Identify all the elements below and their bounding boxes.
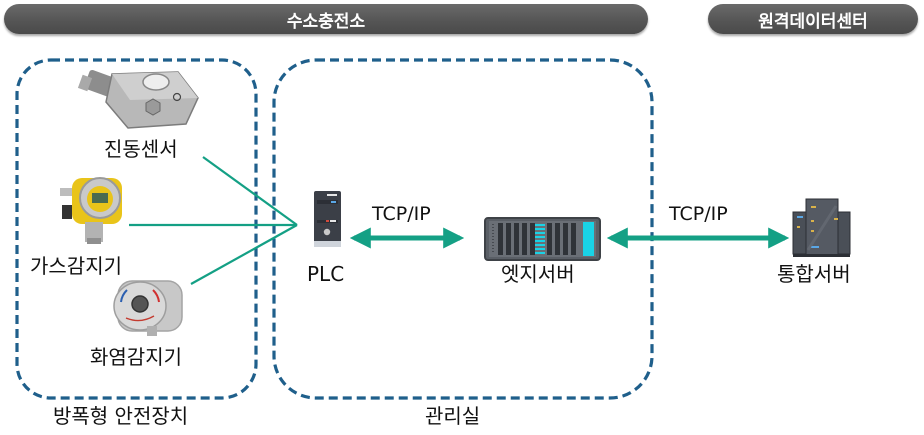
remote-datacenter-title: 원격데이터센터 xyxy=(758,11,868,32)
vibration-sensor-icon xyxy=(77,69,199,129)
hydrogen-station-header: 수소충전소 xyxy=(4,4,648,34)
vibration-sensor-connector xyxy=(202,156,298,226)
gas-detector-icon xyxy=(60,177,122,244)
flame-detector-connector xyxy=(190,224,298,285)
remote-datacenter-header: 원격데이터센터 xyxy=(708,4,918,34)
integrated-server-icon xyxy=(792,198,851,257)
integrated-server-label: 통합서버 xyxy=(777,262,851,286)
safety-devices-group-label: 방폭형 안전장치 xyxy=(53,404,189,428)
gas-detector-label: 가스감지기 xyxy=(30,254,122,278)
edge-server-label: 엣지서버 xyxy=(501,262,575,286)
control-room-group-label: 관리실 xyxy=(425,404,481,428)
hydrogen-station-title: 수소충전소 xyxy=(286,11,366,32)
edge-server-icon xyxy=(484,217,601,261)
vibration-sensor-label: 진동센서 xyxy=(104,137,178,161)
control-room-group-border xyxy=(272,58,654,400)
edge-integrated-protocol-label: TCP/IP xyxy=(669,203,728,225)
flame-detector-icon xyxy=(113,280,183,336)
plc-edge-protocol-label: TCP/IP xyxy=(372,203,431,225)
plc-label: PLC xyxy=(307,262,345,286)
flame-detector-label: 화염감지기 xyxy=(90,345,182,369)
safety-devices-group-border xyxy=(15,58,258,400)
plc-tower-icon xyxy=(314,191,341,247)
